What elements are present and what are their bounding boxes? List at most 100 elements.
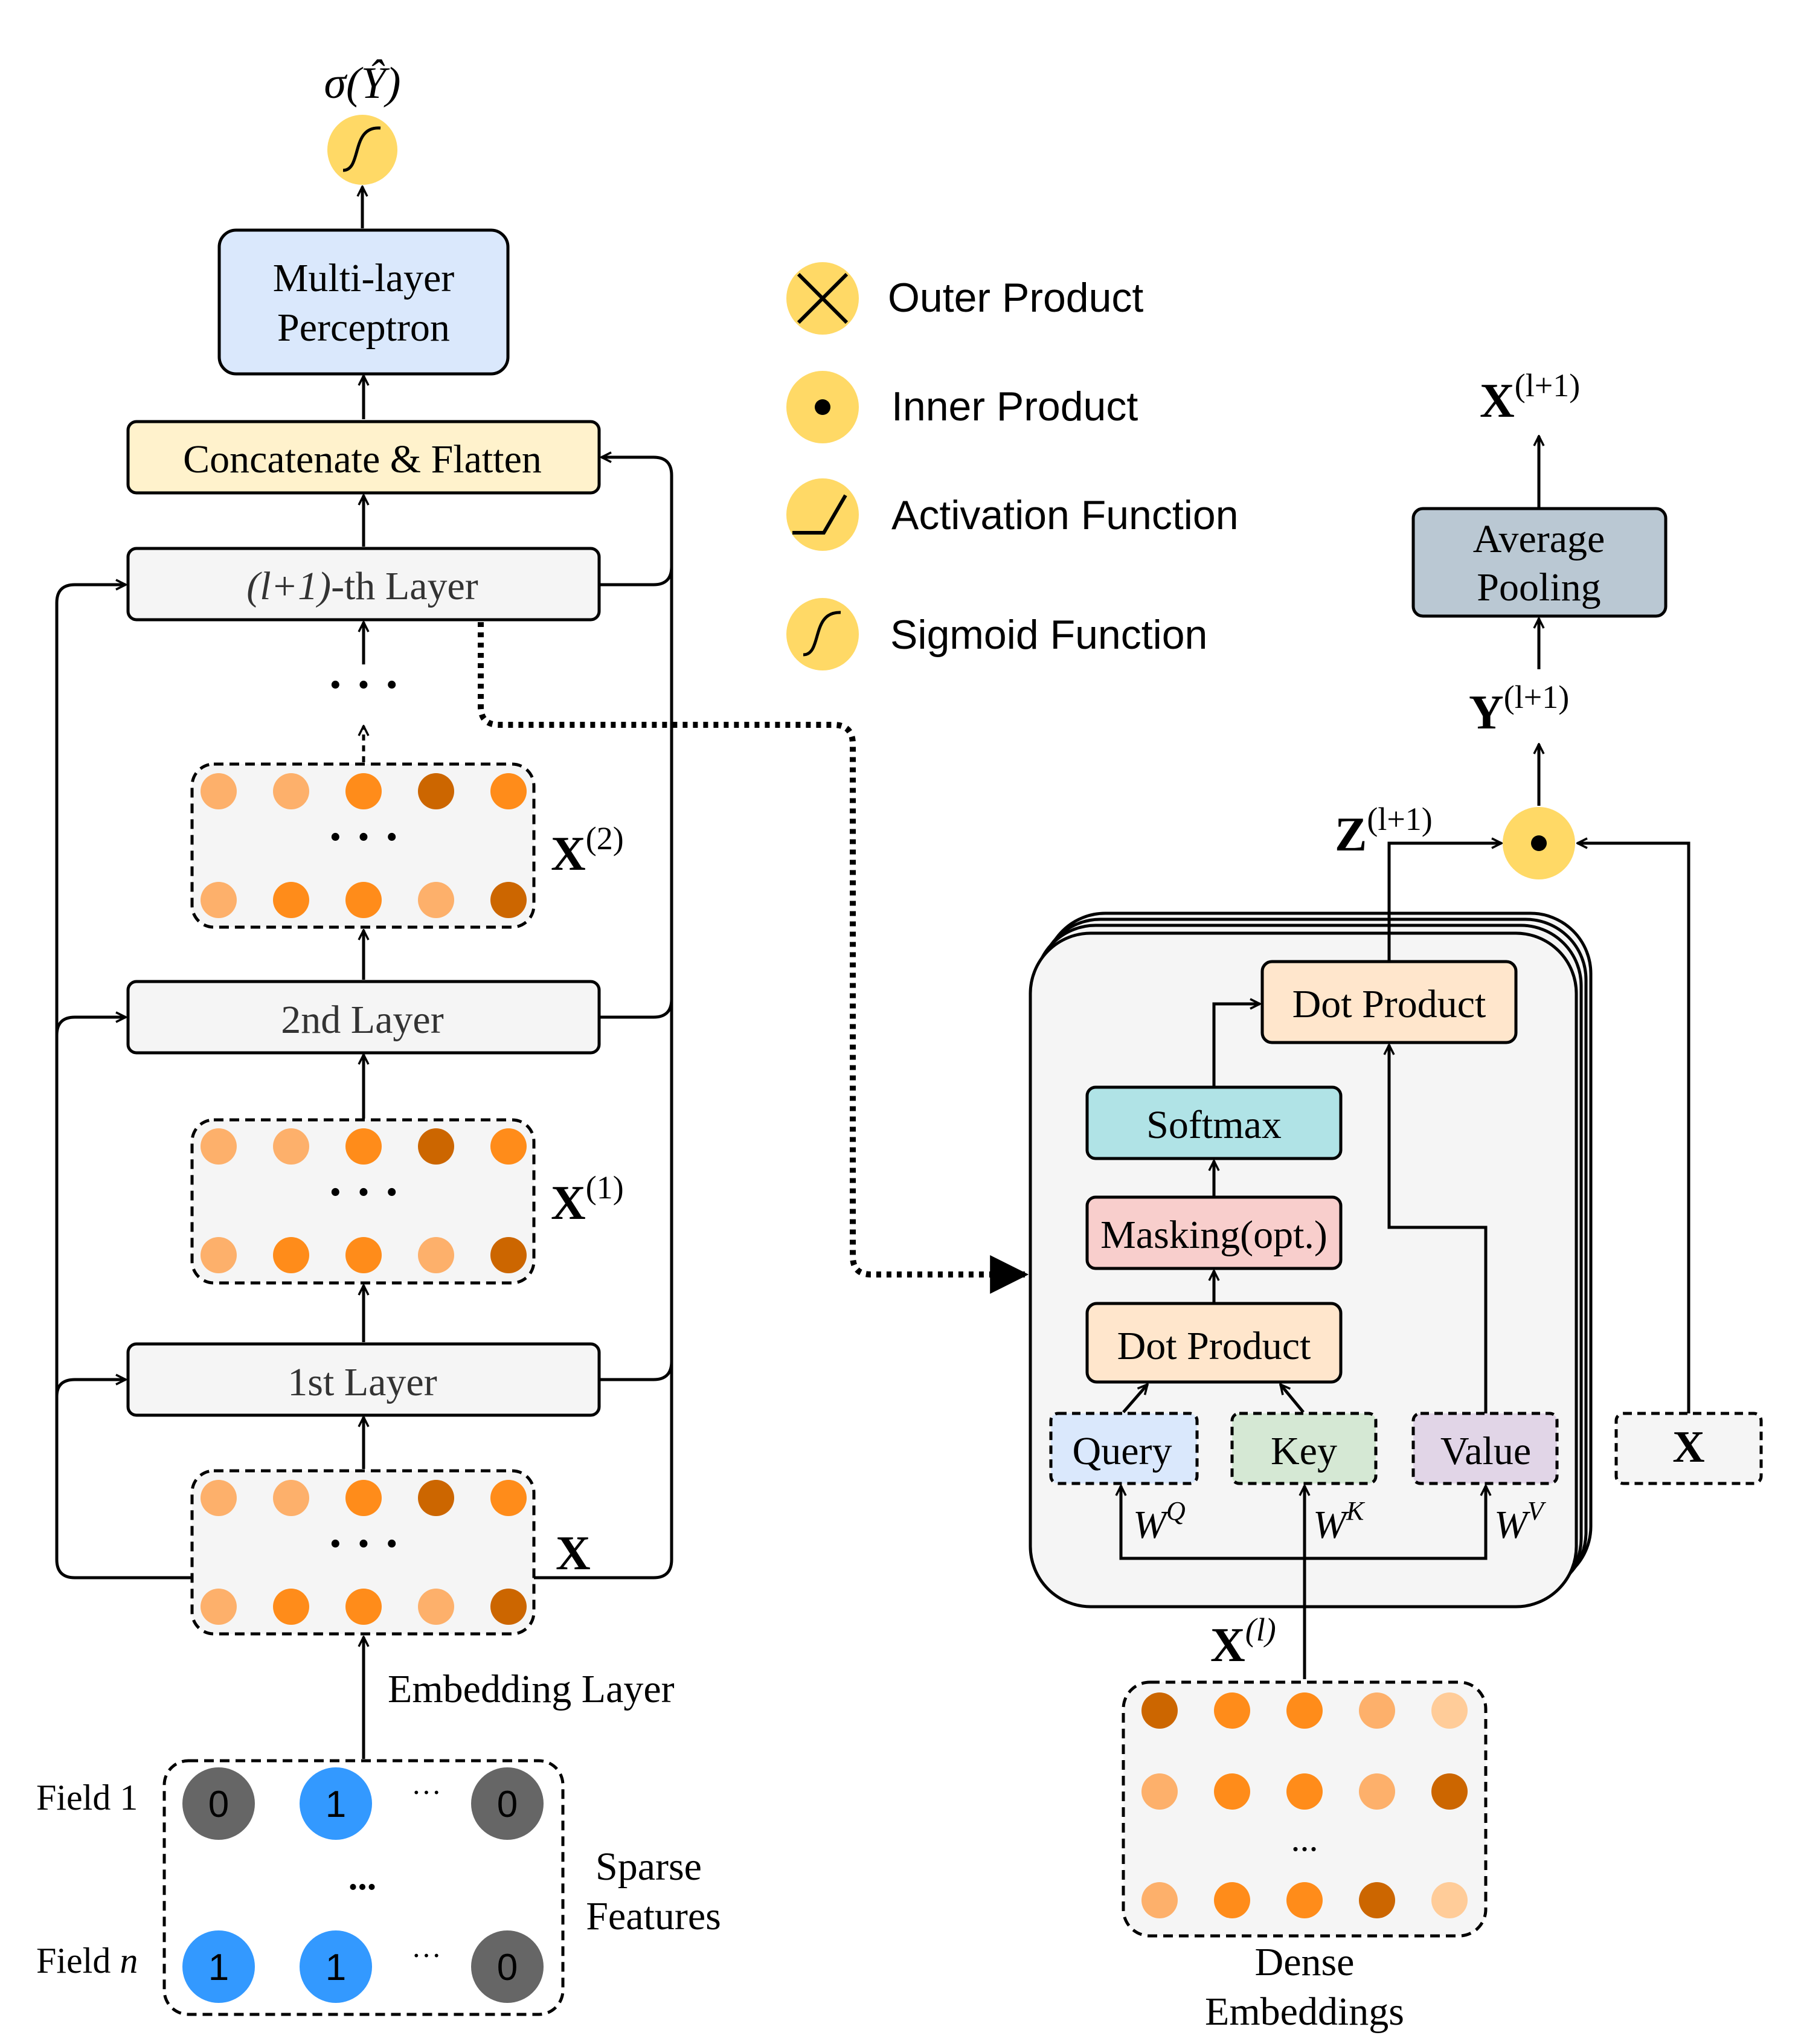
avg-pooling-line2: Pooling: [1477, 565, 1600, 609]
sparse-rn-c1-value: 1: [208, 1947, 229, 1988]
arrow-value-to-dot-top: [1389, 1045, 1488, 1413]
arrow-key-to-dot: [1280, 1384, 1305, 1413]
concat-line-x0: [534, 457, 673, 1580]
sparse-r1-c2-value: 1: [326, 1784, 346, 1825]
sigmoid-function-icon: [786, 598, 859, 670]
sigma-output-label: σ(Ŷ): [324, 59, 401, 108]
zoom-connector: [478, 622, 1029, 1294]
sparse-mid-ellipsis: ...: [348, 1857, 377, 1898]
sparse-r1-c4-value: 0: [497, 1784, 518, 1825]
dense-embedding-dot: [1286, 1882, 1323, 1918]
arrow-x-to-inner: [1578, 843, 1690, 1413]
embedding-dot: [490, 773, 527, 809]
dense-embedding-dot: [1141, 1882, 1178, 1918]
arrow-softmax-to-dot: [1212, 1004, 1260, 1087]
x0-ellipsis: · · ·: [327, 1517, 400, 1570]
wv-sup: V: [1527, 1496, 1547, 1526]
layer-2-box: 2nd Layer: [126, 980, 601, 1055]
dense-embeddings-group: ...: [1122, 1680, 1488, 1938]
legend-outer-product: Outer Product: [888, 275, 1143, 321]
activation-function-icon: [786, 478, 859, 551]
dense-embedding-dot: [1359, 1882, 1395, 1918]
residual-line-to-top-layer: [55, 585, 126, 1063]
sparse-r1-c2: [300, 1767, 372, 1840]
xout-label-sup: (l+1): [1515, 367, 1580, 403]
sparse-rn-ellipsis: ···: [411, 1938, 441, 1972]
x2-ellipsis: · · ·: [327, 811, 400, 864]
sparse-r1-c4: [471, 1767, 544, 1840]
embedding-dot: [490, 1237, 527, 1273]
outer-product-icon: [786, 262, 859, 335]
masking-box: Masking(opt.): [1085, 1195, 1343, 1270]
embedding-dot: [273, 773, 309, 809]
xl-label-base: X: [1210, 1619, 1245, 1672]
embedding-dot: [345, 1237, 382, 1273]
layer-1-label: 1st Layer: [287, 1360, 437, 1404]
embedding-dot: [345, 773, 382, 809]
x2-label-base: X: [551, 828, 586, 881]
layer-l-plus-1-box: (l+1)-th Layer: [126, 547, 601, 622]
arrow-dot-to-inner: [1387, 843, 1501, 962]
x1-dots: [201, 1128, 527, 1273]
embedding-dot: [345, 1589, 382, 1625]
x2-dots: [201, 773, 527, 918]
dense-caption-line2: Embeddings: [1205, 1990, 1404, 2034]
x-residual-box: X: [1614, 1412, 1763, 1485]
layer-2-label: 2nd Layer: [281, 998, 443, 1042]
wq-base: W: [1133, 1503, 1169, 1547]
embedding-dot: [418, 882, 454, 918]
dot-product-top-box: Dot Product: [1260, 960, 1518, 1044]
dense-ellipsis: ...: [1291, 1819, 1318, 1859]
x1-ellipsis: · · ·: [327, 1166, 400, 1219]
embedding-dot: [490, 1128, 527, 1165]
embedding-dot: [490, 882, 527, 918]
embedding-dot: [201, 1480, 237, 1516]
query-box: Query: [1049, 1412, 1199, 1485]
svg-text:Field n: Field n: [36, 1941, 138, 1981]
value-box: Value: [1411, 1412, 1559, 1485]
arrow-xl-to-value: [1305, 1486, 1486, 1560]
softmax-box: Softmax: [1085, 1085, 1343, 1160]
embedding-dot: [418, 1589, 454, 1625]
dense-embedding-dot: [1359, 1692, 1395, 1729]
query-label: Query: [1073, 1429, 1172, 1473]
sparse-r1-c1-value: 0: [208, 1784, 229, 1825]
embedding-dot: [273, 1589, 309, 1625]
svg-text:X(1): X(1): [551, 1169, 624, 1230]
embedding-dot: [418, 1128, 454, 1165]
arrow-xl-to-query: [1121, 1486, 1305, 1560]
residual-line-to-layer1: [55, 1380, 192, 1580]
embedding-dot: [273, 1480, 309, 1516]
svg-text:X(2): X(2): [551, 820, 624, 881]
key-box: Key: [1230, 1412, 1378, 1485]
x1-label-base: X: [551, 1177, 586, 1230]
dense-embedding-dot: [1286, 1692, 1323, 1729]
z-label-base: Z: [1335, 808, 1367, 861]
svg-text:X(l): X(l): [1210, 1612, 1276, 1672]
mlp-box: Multi-layer Perceptron: [217, 228, 510, 376]
embedding-dot: [201, 1128, 237, 1165]
layers-ellipsis: · · ·: [327, 658, 400, 712]
embedding-dot: [418, 1480, 454, 1516]
inner-product-node-icon: [1503, 807, 1575, 879]
sparse-rn-c1: [182, 1930, 255, 2003]
embedding-dot: [345, 1480, 382, 1516]
average-pooling-box: Average Pooling: [1411, 507, 1668, 618]
svg-text:WK: WK: [1313, 1496, 1366, 1547]
embedding-dot: [490, 1589, 527, 1625]
wq-sup: Q: [1166, 1496, 1186, 1526]
embedding-dot: [201, 773, 237, 809]
sparse-rn-c4: [471, 1930, 544, 2003]
x0-dots: [201, 1480, 527, 1625]
concat-flatten-box: Concatenate & Flatten: [126, 420, 601, 495]
sigmoid-output-icon: [327, 115, 397, 185]
embedding-dot: [490, 1480, 527, 1516]
embedding-dot: [345, 1128, 382, 1165]
wk-base: W: [1313, 1503, 1349, 1547]
dense-dots: [1141, 1692, 1468, 1918]
svg-text:Z(l+1): Z(l+1): [1335, 801, 1433, 861]
x0-embedding-group: · · ·: [190, 1469, 536, 1636]
sparse-r1-ellipsis: ···: [411, 1775, 441, 1809]
residual-line-to-layer2: [55, 1017, 126, 1425]
svg-text:X(l+1): X(l+1): [1480, 367, 1580, 428]
